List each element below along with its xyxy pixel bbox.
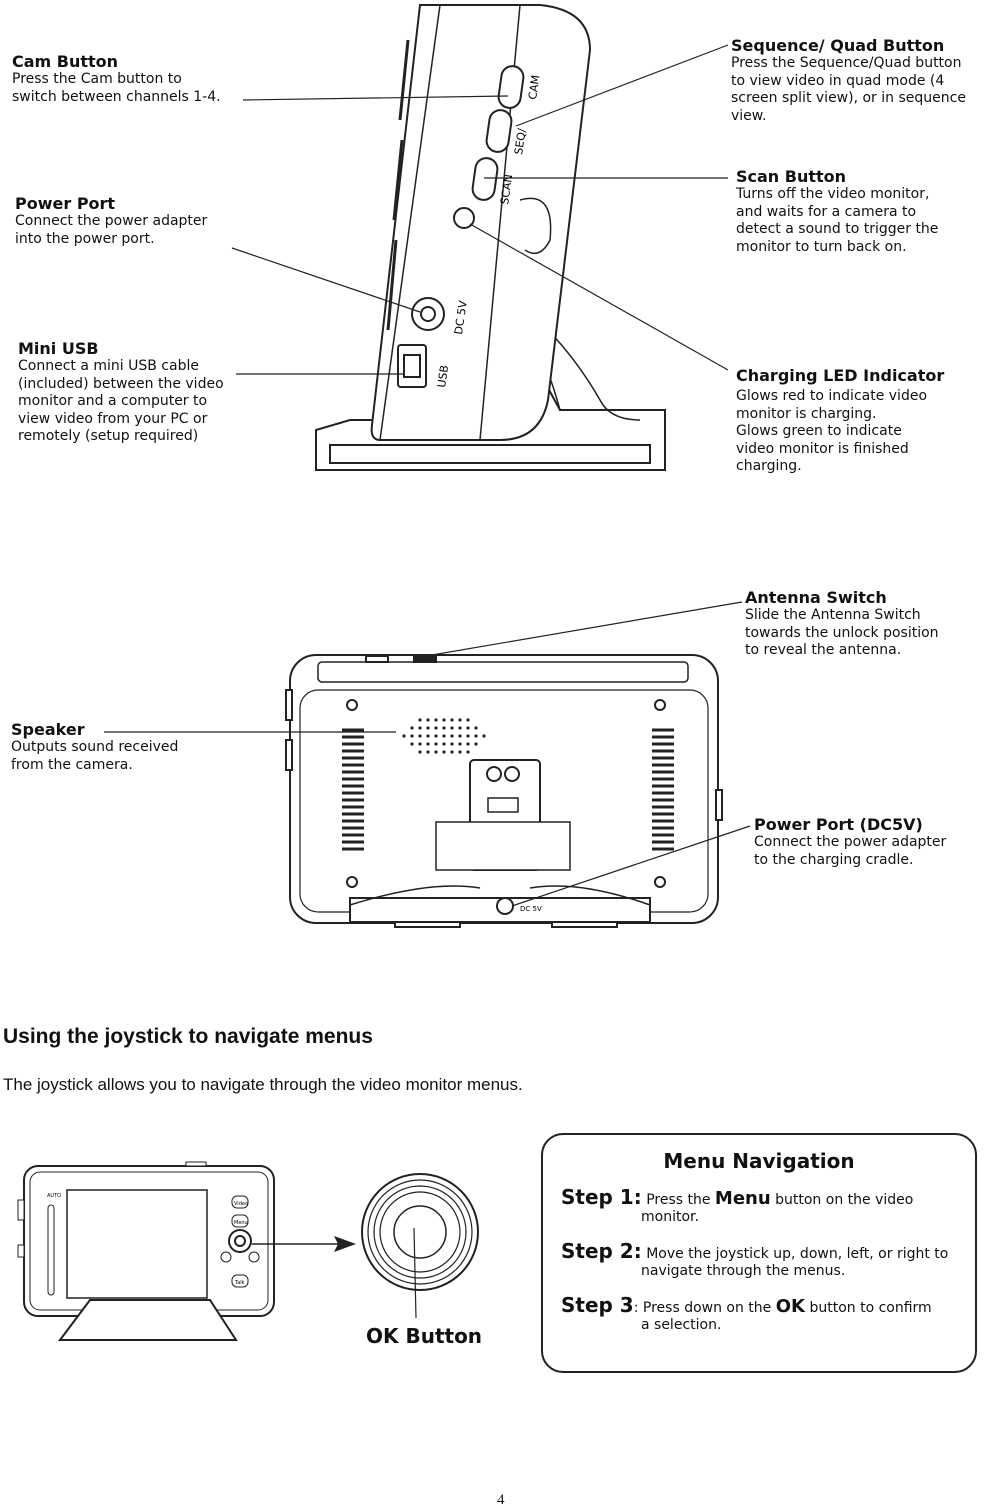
back-vents xyxy=(342,728,674,851)
callout-line: and waits for a camera to xyxy=(736,203,917,220)
step-label: Step 1: xyxy=(561,1185,642,1209)
auto-printed-label: AUTO xyxy=(47,1193,61,1199)
callout-body: Connect the power adapter into the power… xyxy=(15,213,207,248)
step-text-line2: navigate through the menus. xyxy=(641,1263,846,1279)
callout-body: Press the Cam button to switch between c… xyxy=(12,71,221,106)
callout-scan-button: Scan Button Turns off the video monitor,… xyxy=(736,167,938,256)
usb-printed-label: USB xyxy=(435,364,451,388)
callout-body: Outputs sound received from the camera. xyxy=(11,739,178,774)
callout-body: Slide the Antenna Switch towards the unl… xyxy=(745,607,939,660)
callout-mini-usb: Mini USB Connect a mini USB cable (inclu… xyxy=(18,339,224,446)
callout-speaker: Speaker Outputs sound received from the … xyxy=(11,720,178,774)
callout-antenna-switch: Antenna Switch Slide the Antenna Switch … xyxy=(745,588,939,660)
video-printed-label: Video xyxy=(234,1201,248,1207)
side-leader-lines xyxy=(231,44,729,375)
step-text-line2: a selection. xyxy=(641,1317,722,1333)
callout-title: Power Port (DC5V) xyxy=(754,815,923,834)
callout-title: Power Port xyxy=(15,194,116,213)
callout-cam-button: Cam Button Press the Cam button to switc… xyxy=(12,52,221,106)
back-view-monitor xyxy=(285,654,723,928)
side-view-monitor xyxy=(315,4,666,471)
callout-line: charging. xyxy=(736,458,802,474)
callout-line: screen split view), or in sequence xyxy=(731,90,966,106)
step-3: Step 3: Press down on the OK button to c… xyxy=(561,1295,932,1334)
callout-line: monitor to turn back on. xyxy=(736,238,907,255)
callout-line: Connect the power adapter xyxy=(754,834,947,850)
callout-power-port-dc5v: Power Port (DC5V) Connect the power adap… xyxy=(754,815,946,869)
callout-line: (included) between the video xyxy=(18,375,224,392)
callout-title: Cam Button xyxy=(12,52,119,71)
scan-printed-label: SCAN xyxy=(498,173,515,205)
step-text-line2: monitor. xyxy=(641,1209,699,1225)
step-text: button to confirm xyxy=(805,1300,932,1316)
callout-line: view video from your PC or xyxy=(18,410,208,427)
talk-printed-label: Talk xyxy=(234,1280,245,1286)
menu-printed-label: Menu xyxy=(234,1220,248,1226)
callout-body: Connect the power adapter to the chargin… xyxy=(754,834,946,869)
callout-title: Antenna Switch xyxy=(745,588,887,607)
callout-title: Charging LED Indicator xyxy=(736,366,945,385)
callout-line: remotely (setup required) xyxy=(18,428,199,444)
callout-line: monitor is charging. xyxy=(736,405,877,422)
page-number: 4 xyxy=(497,1492,505,1508)
callout-body: Turns off the video monitor, and waits f… xyxy=(736,186,938,256)
callout-body: Connect a mini USB cable (included) betw… xyxy=(18,358,224,446)
menu-navigation-box: Menu Navigation Step 1: Press the Menu b… xyxy=(541,1133,977,1373)
cam-printed-label: CAM xyxy=(526,74,542,100)
dc5v-printed-label: DC 5V xyxy=(452,299,470,335)
step-text: : Press down on the xyxy=(633,1300,776,1316)
callout-line: Outputs sound received xyxy=(11,739,179,755)
callout-line: to view video in quad mode (4 xyxy=(731,72,945,89)
callout-line: Glows green to indicate xyxy=(736,423,902,439)
callout-line: Connect the power adapter xyxy=(15,213,208,229)
speaker-grille xyxy=(402,718,486,754)
callout-line: towards the unlock position xyxy=(745,624,939,641)
step-2: Step 2: Move the joystick up, down, left… xyxy=(561,1241,949,1280)
step-label: Step 2: xyxy=(561,1239,642,1263)
step-text: button on the video xyxy=(770,1192,914,1208)
callout-line: from the camera. xyxy=(11,756,133,773)
section-heading: Using the joystick to navigate menus xyxy=(3,1025,373,1048)
callout-charging-led: Charging LED Indicator Glows red to indi… xyxy=(736,366,944,476)
callout-line: view. xyxy=(731,107,767,124)
callout-line: into the power port. xyxy=(15,230,155,247)
menu-navigation-title: Menu Navigation xyxy=(663,1149,855,1173)
step-1: Step 1: Press the Menu button on the vid… xyxy=(561,1187,914,1226)
callout-line: video monitor is finished xyxy=(736,440,909,457)
step-label: Step 3 xyxy=(561,1293,634,1317)
callout-line: Press the Sequence/Quad button xyxy=(731,55,962,71)
back-leader-lines xyxy=(104,601,751,907)
front-view-monitor xyxy=(17,1161,275,1341)
section-intro: The joystick allows you to navigate thro… xyxy=(3,1075,523,1094)
callout-line: switch between channels 1-4. xyxy=(12,88,221,105)
callout-title: Sequence/ Quad Button xyxy=(731,36,945,55)
step-text: Press the xyxy=(646,1192,715,1208)
step-text: Move the joystick up, down, left, or rig… xyxy=(646,1246,949,1262)
callout-body: Glows red to indicate video monitor is c… xyxy=(736,388,944,476)
callout-line: Turns off the video monitor, xyxy=(736,186,930,202)
callout-body: Press the Sequence/Quad button to view v… xyxy=(731,55,966,125)
callout-sequence-quad-button: Sequence/ Quad Button Press the Sequence… xyxy=(731,36,966,125)
callout-line: Connect a mini USB cable xyxy=(18,358,199,374)
callout-title: Mini USB xyxy=(18,339,99,358)
callout-line: to reveal the antenna. xyxy=(745,642,902,658)
callout-line: monitor and a computer to xyxy=(18,393,208,409)
callout-title: Speaker xyxy=(11,720,85,739)
ok-button-label: OK Button xyxy=(366,1324,483,1348)
callout-line: Glows red to indicate video xyxy=(736,388,928,404)
callout-line: Slide the Antenna Switch xyxy=(745,607,921,623)
callout-line: detect a sound to trigger the xyxy=(736,221,939,237)
ok-keyword: OK xyxy=(775,1296,805,1317)
menu-keyword: Menu xyxy=(714,1188,771,1209)
seq-printed-label: SEQ/ xyxy=(512,127,529,155)
ok-button-drawing xyxy=(361,1173,479,1319)
ok-arrow xyxy=(252,1236,356,1252)
callout-power-port: Power Port Connect the power adapter int… xyxy=(15,194,207,248)
callout-line: Press the Cam button to xyxy=(12,71,182,87)
callout-line: to the charging cradle. xyxy=(754,851,914,868)
callout-title: Scan Button xyxy=(736,167,847,186)
dc5v-back-printed-label: DC 5V xyxy=(520,905,542,913)
